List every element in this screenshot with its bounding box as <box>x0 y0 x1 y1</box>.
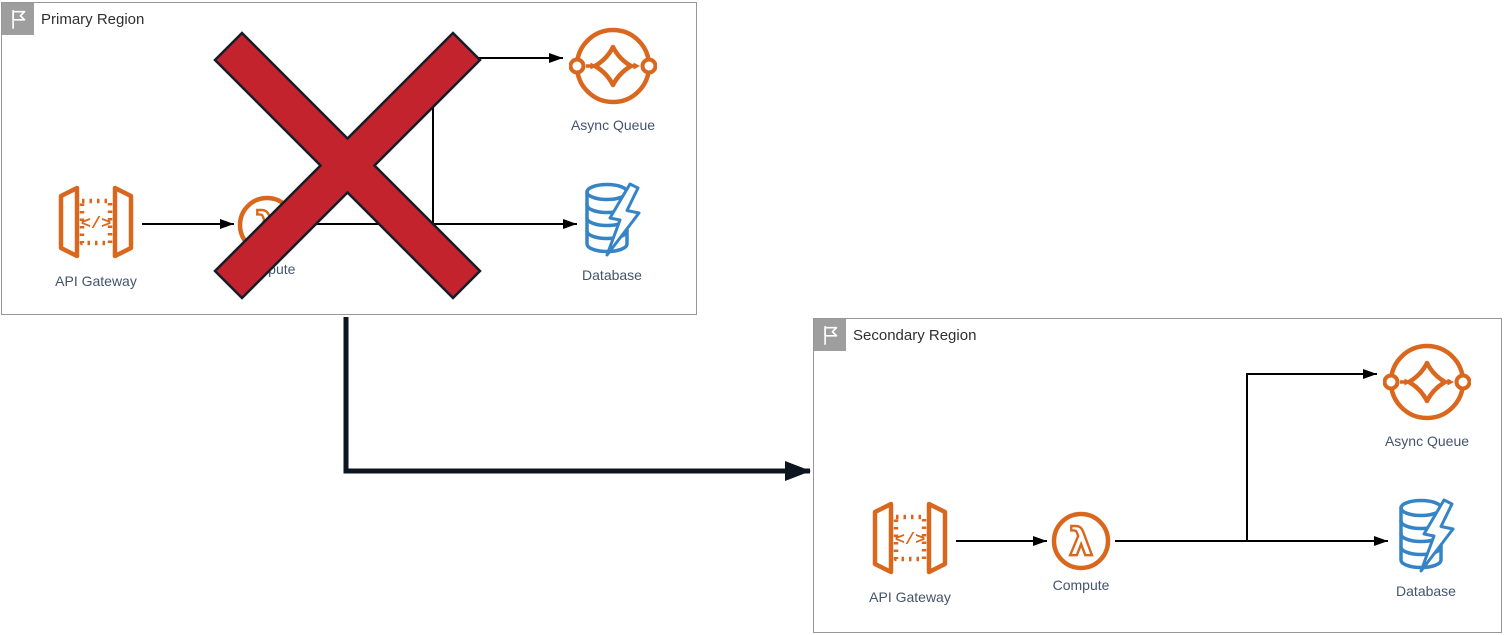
flag-icon <box>12 10 26 29</box>
failure-x-marker[interactable] <box>213 31 482 300</box>
node-label-api-gateway: API Gateway <box>869 589 951 605</box>
primary-region-container[interactable]: Primary Region <box>1 2 697 315</box>
node-label-database: Database <box>1396 583 1456 599</box>
region-flag-box <box>2 3 34 35</box>
secondary-region-container[interactable]: Secondary Region <box>813 318 1502 633</box>
lambda-glyph: λ <box>1069 520 1093 564</box>
secondary-region-title: Secondary Region <box>853 327 977 344</box>
flag-icon <box>824 326 838 345</box>
database-icon[interactable] <box>581 181 647 259</box>
code-glyph: </> <box>895 531 926 550</box>
node-label-compute: Compute <box>1052 577 1110 593</box>
database-icon[interactable] <box>1395 497 1461 575</box>
async-queue-icon[interactable] <box>1383 342 1471 422</box>
primary-region-title: Primary Region <box>41 11 145 28</box>
node-label-database: Database <box>582 267 642 283</box>
api-gateway-icon[interactable]: </> <box>870 498 950 578</box>
node-label-async-queue: Async Queue <box>570 117 656 133</box>
code-glyph: </> <box>81 215 112 234</box>
edge-failover-primary-to-secondary[interactable] <box>343 317 811 481</box>
node-label-async-queue: Async Queue <box>1384 433 1470 449</box>
lambda-compute-icon[interactable]: λ <box>1051 511 1111 571</box>
region-flag-box <box>814 319 846 351</box>
api-gateway-icon[interactable]: </> <box>56 182 136 262</box>
async-queue-icon[interactable] <box>569 26 657 106</box>
node-label-api-gateway: API Gateway <box>55 273 137 289</box>
